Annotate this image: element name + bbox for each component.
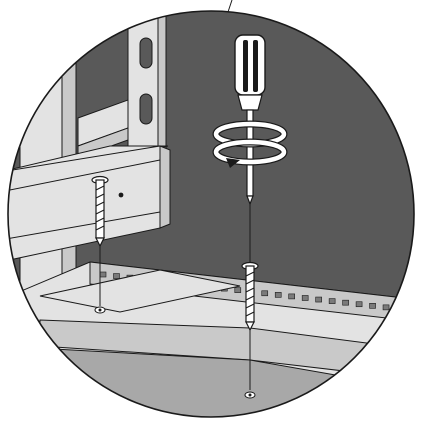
floor-screw-hole-right-center bbox=[248, 393, 252, 397]
rail-hole bbox=[261, 290, 269, 297]
rail-hole bbox=[382, 304, 390, 311]
magnifier-border bbox=[7, 10, 415, 418]
rail-hole bbox=[315, 296, 322, 303]
rail-hole bbox=[409, 307, 414, 314]
rail-slot bbox=[139, 93, 153, 125]
rail-hole bbox=[99, 271, 107, 278]
vertical-rail bbox=[127, 11, 159, 151]
crossbar-edge bbox=[8, 159, 161, 193]
rail-hole bbox=[369, 303, 376, 309]
screwdriver-icon bbox=[212, 34, 288, 206]
rail-hole bbox=[396, 306, 403, 312]
screw-icon bbox=[91, 175, 109, 248]
rail-hole bbox=[355, 301, 363, 308]
callout-leader-line bbox=[227, 0, 233, 13]
rail-hole bbox=[288, 293, 295, 300]
rail-hole bbox=[113, 273, 120, 279]
crossbar-hole bbox=[118, 192, 124, 198]
screw-icon bbox=[241, 261, 259, 332]
rail-hole bbox=[301, 295, 309, 301]
vertical-rail-side bbox=[157, 11, 167, 151]
rail-hole bbox=[328, 298, 336, 304]
base-block bbox=[39, 269, 241, 313]
crossbar-end-face bbox=[159, 145, 171, 229]
rail-hole bbox=[274, 292, 282, 298]
crossbar-edge bbox=[8, 211, 161, 241]
vertical-post-shade bbox=[61, 11, 77, 301]
rail-hole bbox=[234, 287, 242, 293]
rail-slot bbox=[139, 37, 153, 69]
rail-hole bbox=[342, 299, 349, 306]
floor-screw-hole-left-center bbox=[98, 308, 102, 312]
